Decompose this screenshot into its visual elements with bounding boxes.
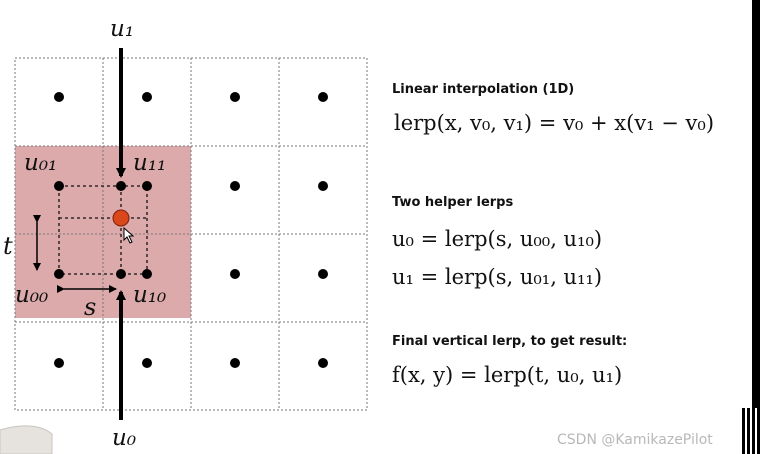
lerp-dot-u1 bbox=[116, 181, 126, 191]
interpolation-box bbox=[58, 185, 148, 275]
lerp-dot-u0 bbox=[116, 269, 126, 279]
texel-dots bbox=[54, 92, 328, 368]
equation-lerp: lerp(x, v₀, v₁) = v₀ + x(v₁ − v₀) bbox=[394, 111, 714, 135]
label-u01: u₀₁ bbox=[24, 150, 57, 176]
label-u10: u₁₀ bbox=[133, 282, 166, 308]
label-u1-top: u₁ bbox=[110, 16, 134, 42]
texel-dot bbox=[142, 92, 152, 102]
watermark: CSDN @KamikazePilot bbox=[557, 432, 713, 448]
label-u00: u₀₀ bbox=[15, 282, 48, 308]
equation-u0: u₀ = lerp(s, u₀₀, u₁₀) bbox=[392, 227, 602, 251]
heading-final-lerp: Final vertical lerp, to get result: bbox=[392, 334, 627, 349]
heading-helper-lerps: Two helper lerps bbox=[392, 195, 513, 210]
equation-final: f(x, y) = lerp(t, u₀, u₁) bbox=[392, 363, 622, 387]
texel-dot bbox=[230, 269, 240, 279]
texel-dot bbox=[54, 92, 64, 102]
texel-dot bbox=[230, 358, 240, 368]
texel-dot bbox=[142, 269, 152, 279]
corner-object bbox=[0, 425, 53, 454]
texel-dot bbox=[54, 181, 64, 191]
label-s: s bbox=[84, 293, 96, 321]
sample-point bbox=[112, 209, 130, 227]
texel-dot bbox=[318, 181, 328, 191]
texel-dot bbox=[318, 269, 328, 279]
right-edge-bar bbox=[752, 0, 760, 454]
heading-linear-interpolation: Linear interpolation (1D) bbox=[392, 82, 574, 97]
equation-u1: u₁ = lerp(s, u₀₁, u₁₁) bbox=[392, 265, 602, 289]
qr-code-icon bbox=[742, 408, 760, 454]
texel-dot bbox=[142, 181, 152, 191]
label-u11: u₁₁ bbox=[133, 150, 166, 176]
texel-grid bbox=[14, 57, 368, 411]
texel-dot bbox=[54, 269, 64, 279]
label-u0-bottom: u₀ bbox=[112, 425, 136, 451]
cursor-icon bbox=[123, 226, 135, 244]
texel-dot bbox=[318, 92, 328, 102]
label-t: t bbox=[3, 232, 13, 260]
texel-dot bbox=[230, 92, 240, 102]
texel-dot bbox=[230, 181, 240, 191]
texel-dot bbox=[142, 358, 152, 368]
texel-dot bbox=[54, 358, 64, 368]
texel-dot bbox=[318, 358, 328, 368]
